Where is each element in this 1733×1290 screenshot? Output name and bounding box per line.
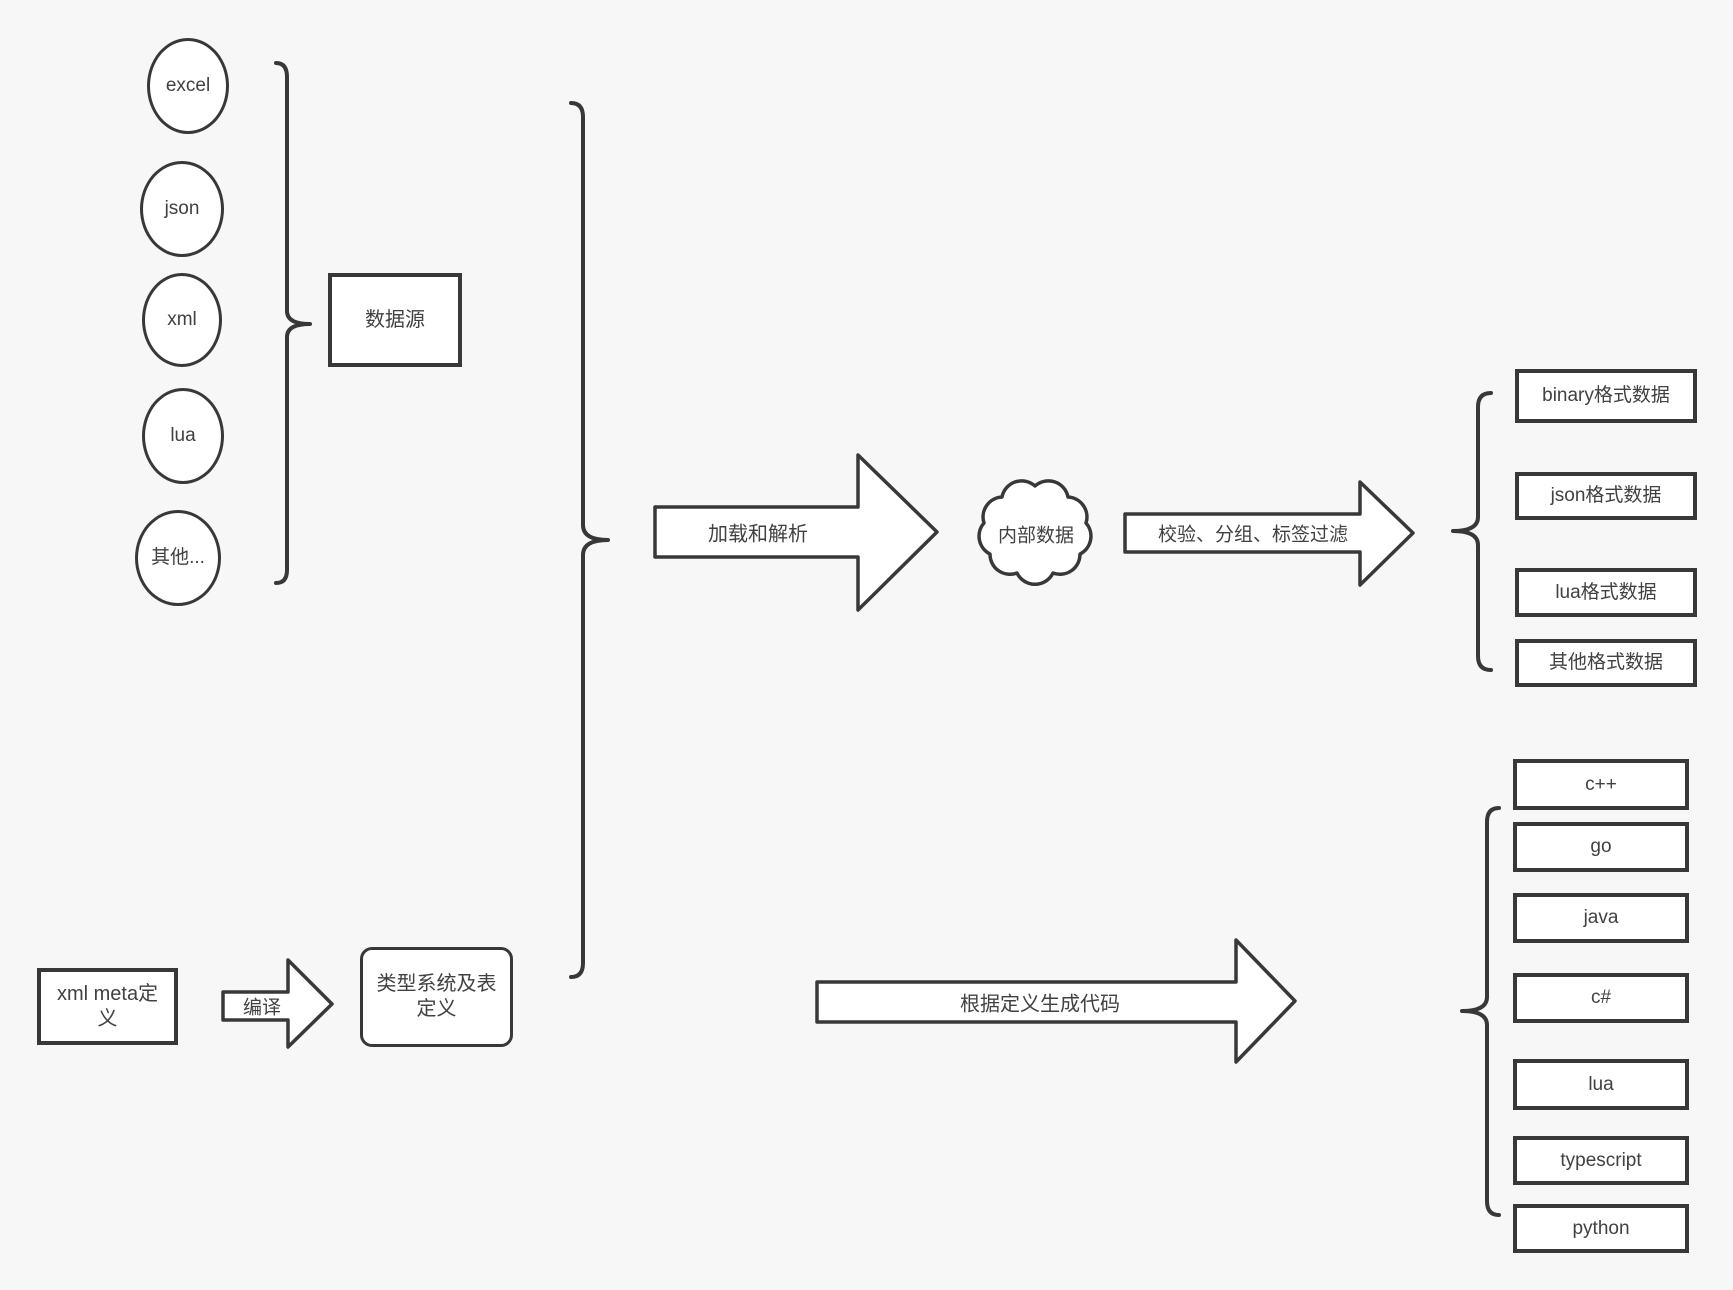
- node-lang-cpp-label: c++: [1585, 773, 1617, 795]
- node-lang-csharp-label: c#: [1590, 987, 1612, 1009]
- filter-arrow-label: 校验、分组、标签过滤: [1157, 524, 1349, 546]
- node-lang-csharp: c#: [1513, 973, 1689, 1023]
- node-lua-format-label: lua格式数据: [1555, 581, 1657, 603]
- internal-data-cloud: [977, 479, 1093, 586]
- internal-data-label: 内部数据: [997, 525, 1075, 547]
- node-lua-label: lua: [170, 425, 196, 447]
- node-lang-typescript: typescript: [1513, 1136, 1689, 1185]
- node-type-system: 类型系统及表定义: [360, 947, 513, 1047]
- node-binary-format-label: binary格式数据: [1542, 385, 1670, 407]
- languages-brace: [1460, 806, 1501, 1217]
- codegen-arrow-label: 根据定义生成代码: [960, 993, 1120, 1016]
- load-parse-arrow: [653, 453, 939, 612]
- node-other-format-label: 其他格式数据: [1548, 652, 1663, 674]
- node-json-format-label: json格式数据: [1550, 485, 1662, 507]
- node-other-source-label: 其他...: [151, 547, 205, 569]
- sources-brace: [274, 61, 312, 585]
- node-xml: xml: [142, 273, 222, 367]
- formats-brace: [1451, 391, 1493, 672]
- node-binary-format: binary格式数据: [1515, 369, 1697, 423]
- node-lang-java: java: [1513, 893, 1689, 943]
- node-lua-format: lua格式数据: [1515, 568, 1697, 617]
- node-lang-go-label: go: [1590, 836, 1612, 858]
- node-other-source: 其他...: [135, 510, 221, 606]
- node-lang-lua-label: lua: [1588, 1073, 1614, 1095]
- compile-arrow: [221, 958, 334, 1049]
- load-parse-arrow-label: 加载和解析: [708, 523, 808, 546]
- filter-arrow: [1123, 480, 1415, 587]
- node-xml-label: xml: [167, 309, 197, 331]
- codegen-arrow: [815, 938, 1297, 1064]
- compile-arrow-label: 编译: [242, 997, 282, 1019]
- node-lang-go: go: [1513, 822, 1689, 872]
- node-lang-python: python: [1513, 1204, 1689, 1253]
- node-type-system-label: 类型系统及表定义: [376, 973, 497, 1020]
- node-lang-python-label: python: [1572, 1217, 1630, 1239]
- node-lang-cpp: c++: [1513, 759, 1689, 810]
- main-brace: [569, 101, 610, 979]
- node-lang-java-label: java: [1583, 907, 1619, 929]
- node-lang-typescript-label: typescript: [1560, 1149, 1642, 1171]
- node-excel-label: excel: [165, 75, 211, 97]
- node-lang-lua: lua: [1513, 1059, 1689, 1110]
- node-data-source-label: 数据源: [365, 308, 425, 331]
- node-other-format: 其他格式数据: [1515, 639, 1697, 687]
- node-lua: lua: [142, 388, 224, 484]
- node-json-format: json格式数据: [1515, 472, 1697, 520]
- node-xml-meta: xml meta定义: [37, 968, 178, 1045]
- node-excel: excel: [147, 38, 229, 134]
- node-json-label: json: [164, 198, 200, 220]
- node-xml-meta-label: xml meta定义: [56, 982, 159, 1030]
- node-json: json: [140, 161, 224, 257]
- node-data-source: 数据源: [328, 273, 462, 367]
